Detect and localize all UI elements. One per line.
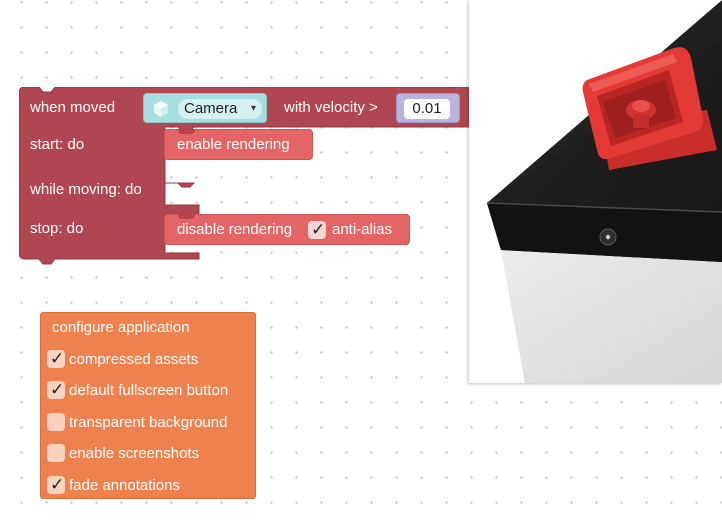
enable-rendering-block[interactable]: enable rendering [164,129,313,160]
3d-viewport[interactable] [469,0,722,383]
with-velocity-label: with velocity > [284,99,378,116]
block-notch [178,129,195,134]
camera-dropdown-value[interactable]: Camera ▾ [178,99,262,119]
enable-rendering-label: enable rendering [177,136,290,153]
start-do-label: start: do [30,136,85,153]
configure-application-title: configure application [52,319,190,336]
transparent-background-checkbox[interactable] [47,413,65,431]
default-fullscreen-button-checkbox[interactable] [47,380,65,400]
cube-icon [154,101,168,117]
option-enable-screenshots[interactable]: enable screenshots [47,443,252,465]
disable-rendering-block[interactable]: disable rendering anti-alias [164,214,410,245]
velocity-number-field[interactable]: 0.01 [396,93,460,123]
default-fullscreen-button-label: default fullscreen button [69,382,229,399]
transparent-background-label: transparent background [69,414,228,431]
enable-screenshots-label: enable screenshots [69,445,200,462]
fade-annotations-checkbox[interactable] [47,475,65,495]
camera-dropdown[interactable]: Camera ▾ [143,93,267,123]
fade-annotations-label: fade annotations [69,477,180,494]
stop-do-label: stop: do [30,220,84,237]
option-compressed-assets[interactable]: compressed assets [47,349,252,371]
configure-application-block[interactable]: configure application compressed assets … [40,312,256,499]
disable-rendering-label: disable rendering [177,221,293,238]
chevron-down-icon: ▾ [250,103,256,114]
anti-alias-checkbox[interactable] [308,220,326,240]
velocity-value: 0.01 [412,100,442,117]
camera-value: Camera [184,100,238,117]
when-moved-block[interactable]: when moved Camera ▾ with velocity > 0.01… [19,87,479,265]
anti-alias-label: anti-alias [332,221,393,238]
when-moved-label: when moved [30,99,116,116]
block-notch [178,214,195,219]
compressed-assets-label: compressed assets [69,351,199,368]
enable-screenshots-checkbox[interactable] [47,444,65,462]
option-fade-annotations[interactable]: fade annotations [47,475,252,497]
option-default-fullscreen-button[interactable]: default fullscreen button [47,380,252,402]
option-transparent-background[interactable]: transparent background [47,412,252,434]
3d-model-render [486,0,722,383]
while-moving-do-label: while moving: do [30,181,142,198]
compressed-assets-checkbox[interactable] [47,349,65,369]
velocity-input[interactable]: 0.01 [404,99,450,119]
